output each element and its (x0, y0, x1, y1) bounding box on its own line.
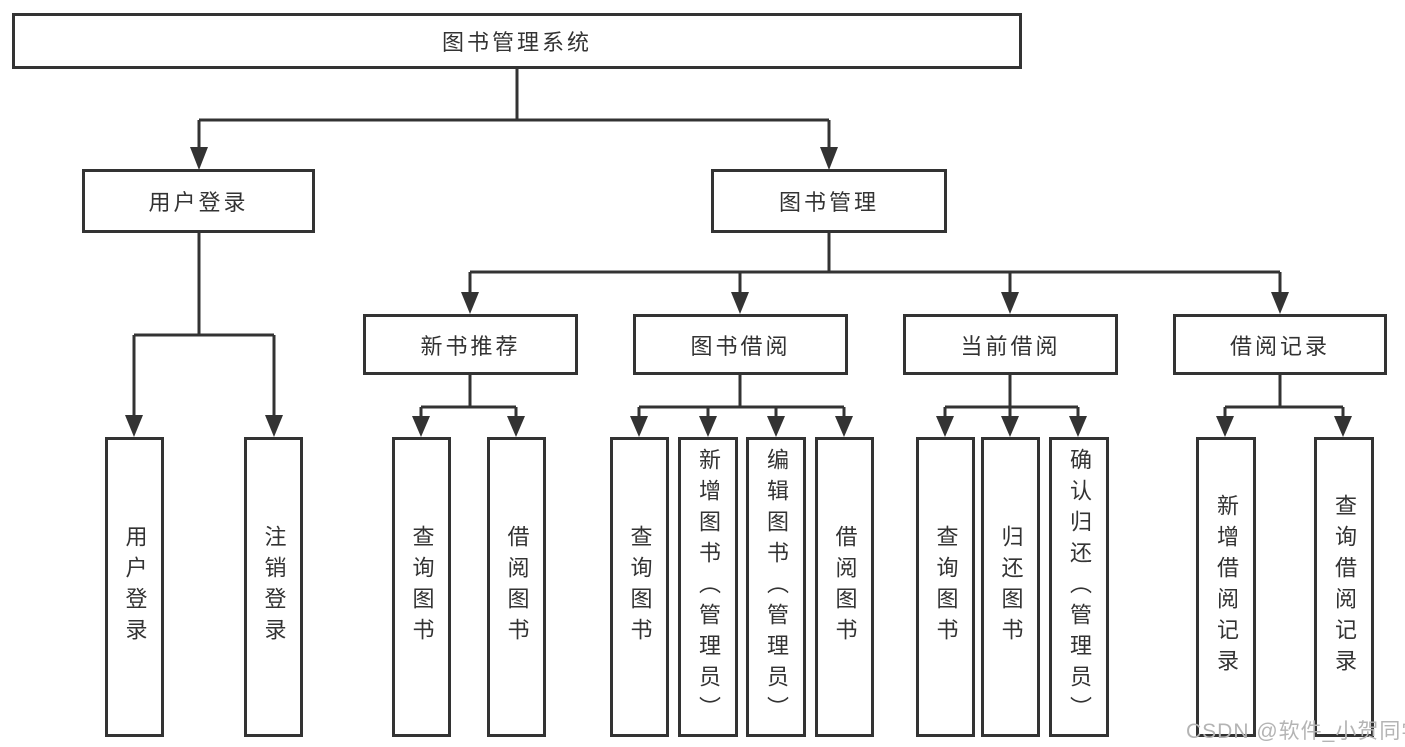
leaf-query-borrow-record: 查询借阅记录 (1314, 437, 1374, 737)
leaf-confirm-return-admin: 确认归还（管理员） (1049, 437, 1109, 737)
node-user-login: 用户登录 (82, 169, 315, 233)
node-book-management: 图书管理 (711, 169, 947, 233)
leaf-query-books-current: 查询图书 (916, 437, 975, 737)
node-library-management-system: 图书管理系统 (12, 13, 1022, 69)
watermark: CSDN @软件_小贺同学 (1186, 720, 1405, 743)
leaf-add-book-admin: 新增图书（管理员） (678, 437, 738, 737)
leaf-user-login: 用户登录 (105, 437, 164, 737)
connector-user-login-branch (125, 232, 283, 437)
node-book-borrowing: 图书借阅 (633, 314, 848, 375)
connector-book-borrow-branch (630, 375, 853, 437)
leaf-query-books-recommend: 查询图书 (392, 437, 451, 737)
node-borrowing-records: 借阅记录 (1173, 314, 1387, 375)
leaf-return-book: 归还图书 (981, 437, 1040, 737)
leaf-borrow-books-recommend: 借阅图书 (487, 437, 546, 737)
connector-new-book-branch (412, 375, 525, 437)
connector-current-borrow-branch (936, 375, 1087, 437)
connector-root-to-level2 (190, 68, 838, 170)
node-current-borrowing: 当前借阅 (903, 314, 1118, 375)
leaf-logout: 注销登录 (244, 437, 303, 737)
connector-borrow-record-branch (1216, 375, 1352, 437)
leaf-borrow-books-borrowing: 借阅图书 (815, 437, 874, 737)
leaf-query-books-borrowing: 查询图书 (610, 437, 669, 737)
connector-book-management-branch (461, 232, 1289, 314)
leaf-edit-book-admin: 编辑图书（管理员） (746, 437, 806, 737)
leaf-add-borrow-record: 新增借阅记录 (1196, 437, 1256, 737)
node-new-book-recommendation: 新书推荐 (363, 314, 578, 375)
